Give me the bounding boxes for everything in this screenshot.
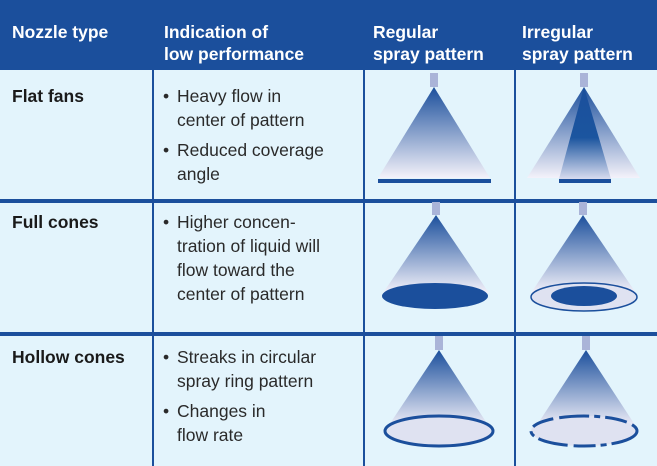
nozzle-icon xyxy=(432,202,440,215)
indications-flat-fans: Heavy flow in center of pattern Reduced … xyxy=(163,84,324,192)
indication-item: Heavy flow in center of pattern xyxy=(163,84,324,132)
nozzle-icon xyxy=(430,73,438,87)
nozzle-icon xyxy=(580,73,588,87)
hollow-cone-regular-pattern xyxy=(383,336,495,448)
nozzle-icon xyxy=(579,202,587,215)
header-nozzle-type: Nozzle type xyxy=(12,22,109,42)
header-indication: Indication of low performance xyxy=(164,22,305,64)
hollow-cone-irregular-pattern xyxy=(529,336,639,448)
indication-item: Streaks in circular spray ring pattern xyxy=(163,345,316,393)
nozzle-icon xyxy=(582,336,590,350)
column-divider xyxy=(363,70,365,466)
full-cone-regular-pattern xyxy=(382,202,489,309)
indication-item: Higher concen- tration of liquid will fl… xyxy=(163,210,320,306)
flat-fan-regular-pattern xyxy=(378,73,491,183)
table-header xyxy=(0,0,657,70)
indication-item: Changes in flow rate xyxy=(163,399,316,447)
row-divider xyxy=(0,332,657,336)
row-divider xyxy=(0,199,657,203)
header-regular: Regular spray pattern xyxy=(373,22,484,64)
flat-fan-irregular-pattern xyxy=(527,73,640,183)
nozzle-icon xyxy=(435,336,443,350)
indications-full-cones: Higher concen- tration of liquid will fl… xyxy=(163,210,320,312)
full-cone-irregular-pattern xyxy=(530,202,638,312)
row-label-hollow-cones: Hollow cones xyxy=(12,347,125,367)
row-label-flat-fans: Flat fans xyxy=(12,86,84,106)
indications-hollow-cones: Streaks in circular spray ring pattern C… xyxy=(163,345,316,453)
header-irregular: Irregular spray pattern xyxy=(522,22,633,64)
column-divider xyxy=(152,70,154,466)
row-label-full-cones: Full cones xyxy=(12,212,99,232)
indication-item: Reduced coverage angle xyxy=(163,138,324,186)
column-divider xyxy=(514,70,516,466)
